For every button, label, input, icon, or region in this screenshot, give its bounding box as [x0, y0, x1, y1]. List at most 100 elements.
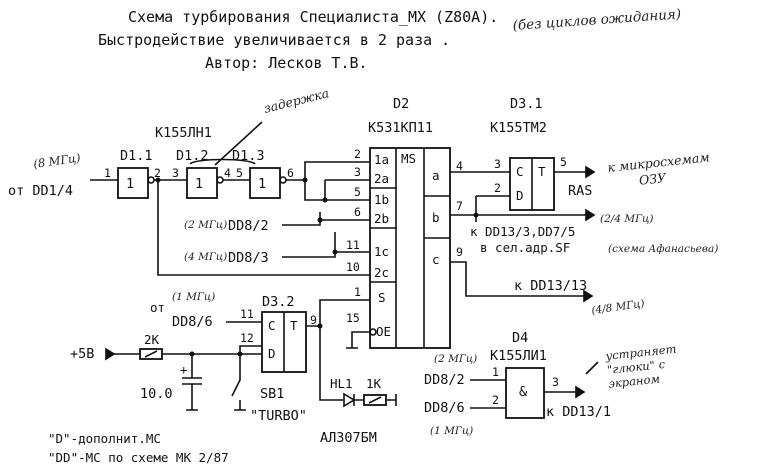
turbo-label: "TURBO": [250, 408, 307, 424]
and-pin-3: 3: [552, 375, 559, 389]
mux-out-b: b: [432, 210, 440, 225]
and-symbol: &: [519, 384, 528, 400]
d3-2-pin-11: 11: [240, 307, 254, 321]
cap-plus: +: [180, 362, 188, 377]
wire-to-led: [319, 326, 344, 401]
wire-d1-1-to-2c: [157, 180, 370, 276]
mux-pin-10: 10: [346, 260, 360, 274]
note-1mhz-b: (1 МГц): [430, 425, 473, 437]
capacitor: [182, 354, 202, 411]
led-bar: [353, 394, 364, 406]
d3-1-t: T: [538, 164, 546, 179]
d1-1-one: 1: [126, 176, 134, 192]
d3-1-pin-3: 3: [494, 157, 501, 171]
d4-name: D4: [512, 330, 528, 346]
mux-pin-11: 11: [346, 238, 360, 252]
mux-pin-3: 3: [354, 165, 361, 179]
d1-3-one: 1: [258, 176, 266, 192]
wire-dd8-3-to-1c: [282, 251, 370, 258]
sig-sel-addr: в сел.адр.SF: [480, 240, 570, 255]
d1-2-label: D1.2: [176, 148, 209, 164]
author-line: Автор: Лесков Т.В.: [205, 54, 368, 72]
mux-in-2a: 2a: [374, 171, 389, 186]
d3-2-d: D: [268, 346, 276, 361]
note-delay: задержка: [262, 85, 330, 116]
note-2-4mhz: (2/4 МГц): [600, 213, 653, 225]
d2-type: К531КП11: [368, 120, 433, 136]
led-triangle: [343, 392, 356, 408]
wire-dd8-2-to-2b: [282, 219, 370, 226]
d3-1-d: D: [516, 188, 524, 203]
d2-name: D2: [393, 96, 409, 112]
from-dd1-4-label: от DD1/4: [8, 183, 73, 199]
sig-ras: RAS: [568, 183, 592, 199]
sig-dd8-2: DD8/2: [228, 218, 269, 234]
mux-in-1c: 1c: [374, 244, 389, 259]
pin-d1-2-in: 3: [172, 166, 179, 180]
note-2mhz-b: (2 МГц): [434, 353, 477, 365]
sb1-label: SB1: [260, 386, 284, 402]
mux-out-c: c: [432, 252, 440, 267]
sig-dd8-6: DD8/6: [172, 314, 213, 330]
resistor-2k-mark: [144, 350, 158, 358]
mux-pin-1: 1: [354, 285, 361, 299]
title-line-1: Схема турбирования Специалиста_МХ (Z80A)…: [128, 8, 498, 26]
led-type: АЛ307БМ: [320, 430, 377, 446]
arrow-5v: [105, 347, 116, 361]
and-pin-2: 2: [492, 393, 499, 407]
d3-1-name: D3.1: [510, 96, 543, 112]
mux-ms: MS: [401, 151, 416, 166]
mux-pin-4: 4: [456, 159, 463, 173]
mux-in-2c: 2c: [374, 265, 389, 280]
mux-pin-6: 6: [354, 205, 361, 219]
oe-ground: [346, 331, 370, 349]
footnote-2: "DD"-МС по схеме МК 2/87: [48, 450, 229, 465]
res-2k-label: 2K: [144, 332, 160, 347]
wire-2k-to-d: [162, 345, 262, 355]
mux-pin-2: 2: [354, 147, 361, 161]
d1-1-label: D1.1: [120, 148, 153, 164]
sig-dd13-1: к DD13/1: [546, 404, 611, 420]
r-1k-label: 1K: [366, 376, 382, 391]
inverter-d1-3: [249, 167, 281, 199]
mux-in-s: S: [378, 290, 386, 305]
and-gate-d4: [505, 367, 545, 419]
glitch-arrow: [585, 361, 599, 375]
mux-section-lines: [370, 187, 450, 283]
mux-pin-5: 5: [354, 185, 361, 199]
sig-dd8-3: DD8/3: [228, 250, 269, 266]
note-8mhz: (8 МГц): [32, 151, 81, 171]
mux-in-1a: 1a: [374, 152, 389, 167]
mux-pin-9: 9: [456, 245, 463, 259]
footnote-1: "D"-дополнит.МС: [48, 431, 161, 446]
junction-1b: [322, 197, 328, 203]
inverter-d1-2: [186, 167, 218, 199]
wire-d1-3-to-1a: [286, 161, 370, 181]
d3-1-pin-2: 2: [494, 181, 501, 195]
note-1mhz: (1 МГц): [172, 291, 215, 303]
pin-d1-3-out: 6: [287, 166, 294, 180]
d3-1-c: C: [516, 164, 524, 179]
d3-2-pin-12: 12: [240, 331, 254, 345]
mux-d2: [369, 147, 451, 349]
mux-pin-7: 7: [456, 199, 463, 213]
wire-b: [450, 196, 477, 216]
note-removes-glitches: устраняет"глюки" сэкраном: [604, 342, 680, 391]
mux-in-1b: 1b: [374, 192, 389, 207]
sig-dd13-13: к DD13/13: [514, 278, 587, 294]
cap-label: 10.0: [140, 386, 173, 402]
pin-d1-2-out: 4: [224, 166, 231, 180]
mux-pin-15: 15: [346, 311, 360, 325]
pin-d1-1-in: 1: [104, 166, 111, 180]
note-no-wait-cycles: (без циклов ожидания): [512, 6, 681, 34]
sig-plus5v: +5B: [70, 346, 94, 362]
mux-out-a: a: [432, 168, 440, 183]
d1-type-label: К155ЛН1: [155, 125, 212, 141]
wire-d1-3-branch: [304, 180, 325, 201]
wire-1k-gnd: [386, 394, 397, 406]
title-line-2: Быстродействие увеличивается в 2 раза .: [98, 31, 450, 49]
inverter-d1-1: [117, 167, 149, 199]
d1-2-one: 1: [195, 176, 203, 192]
d3-2-pin-9: 9: [310, 313, 317, 327]
